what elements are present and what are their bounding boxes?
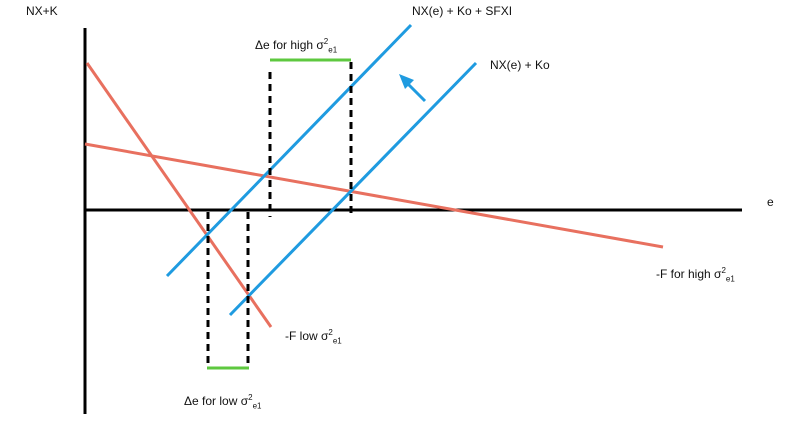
base-nx-line	[228, 61, 478, 317]
x-axis-label: e	[767, 195, 774, 209]
delta-low-label: Δe for low σ2e1	[184, 393, 262, 411]
y-axis-label: NX+K	[26, 4, 58, 18]
base-line-label: NX(e) + Ko	[490, 58, 550, 72]
f-low-line	[85, 62, 273, 328]
f-low-label: -F low σ2e1	[285, 328, 342, 346]
shifted-line-label: NX(e) + Ko + SFXI	[412, 4, 513, 18]
arrow-up-left-icon	[399, 74, 427, 103]
delta-high-label: Δe for high σ2e1	[255, 37, 338, 55]
f-high-label: -F for high σ2e1	[656, 266, 735, 284]
f-high-line	[84, 142, 664, 249]
shifted-nx-line	[165, 23, 413, 278]
